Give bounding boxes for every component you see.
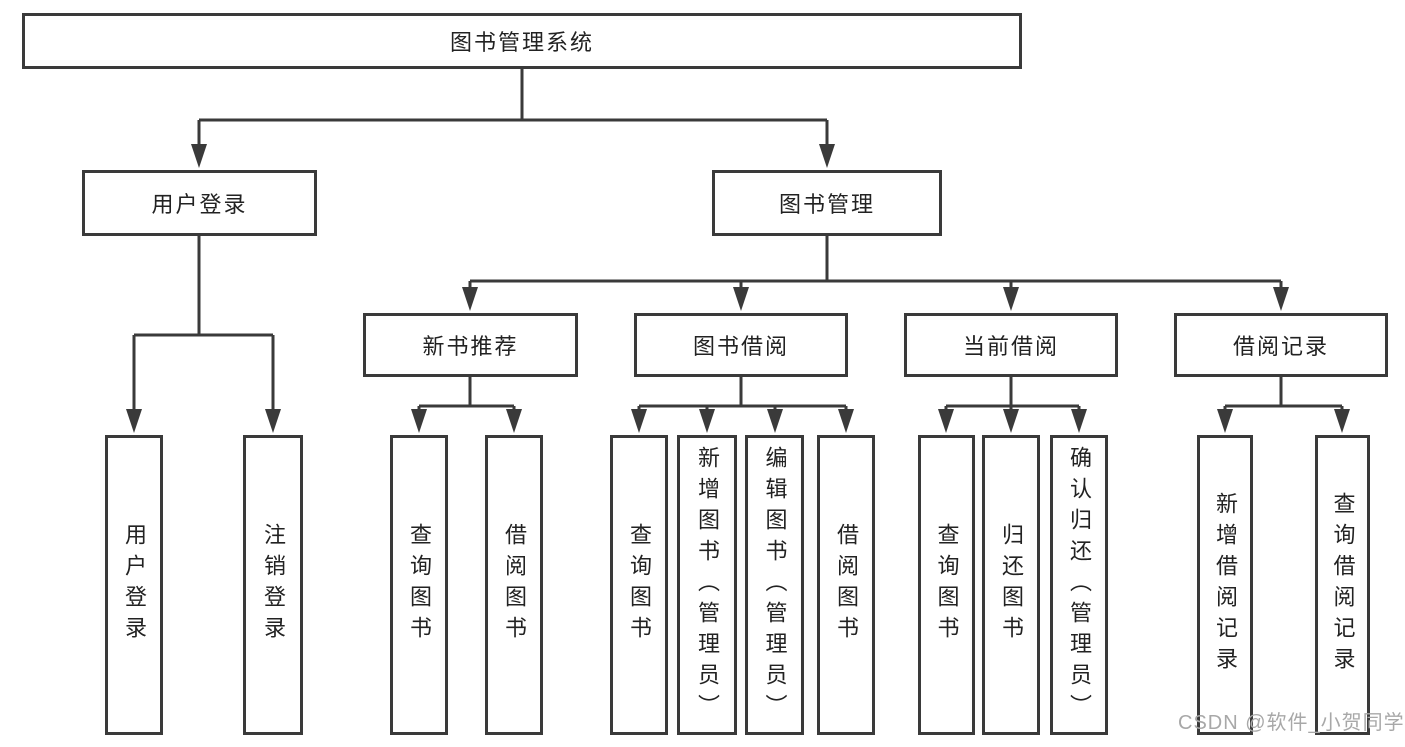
leaf-label: 查询借阅记录 — [1330, 492, 1356, 678]
node-label: 借阅记录 — [1232, 334, 1329, 359]
node-label: 当前借阅 — [962, 334, 1059, 359]
node-new-book-recommendation: 新书推荐 — [363, 313, 578, 377]
leaf-label: 编辑图书（管理员） — [762, 445, 788, 725]
leaf-label: 查询图书 — [627, 523, 652, 647]
leaf-label: 借阅图书 — [502, 523, 527, 647]
leaf-query-book-borrowing: 查询图书 — [610, 435, 668, 735]
leaf-confirm-return-admin: 确认归还（管理员） — [1050, 435, 1108, 735]
leaf-borrow-book-recommend: 借阅图书 — [485, 435, 543, 735]
leaf-label: 归还图书 — [999, 523, 1024, 647]
node-current-borrowing: 当前借阅 — [904, 313, 1118, 377]
leaf-query-borrow-record: 查询借阅记录 — [1315, 435, 1370, 735]
leaf-query-book-current: 查询图书 — [918, 435, 975, 735]
node-borrowing-records: 借阅记录 — [1174, 313, 1388, 377]
leaf-user-login: 用户登录 — [105, 435, 163, 735]
node-book-management: 图书管理 — [712, 170, 942, 236]
leaf-label: 用户登录 — [122, 523, 147, 647]
csdn-watermark: CSDN @软件_小贺同学 — [1178, 712, 1405, 734]
node-user-login: 用户登录 — [82, 170, 317, 236]
arrowheads — [126, 144, 1350, 433]
node-label: 图书管理系统 — [449, 30, 594, 55]
node-label: 图书借阅 — [692, 334, 789, 359]
leaf-label: 新增借阅记录 — [1213, 492, 1238, 678]
node-book-borrowing: 图书借阅 — [634, 313, 848, 377]
leaf-label: 查询图书 — [934, 523, 960, 647]
leaf-edit-book-admin: 编辑图书（管理员） — [745, 435, 804, 735]
leaf-add-book-admin: 新增图书（管理员） — [677, 435, 737, 735]
leaf-add-borrow-record: 新增借阅记录 — [1197, 435, 1253, 735]
leaf-label: 注销登录 — [261, 523, 286, 647]
leaf-label: 查询图书 — [407, 523, 432, 647]
leaf-label: 新增图书（管理员） — [695, 445, 720, 725]
node-label: 用户登录 — [151, 192, 248, 217]
leaf-return-book: 归还图书 — [982, 435, 1040, 735]
node-label: 图书管理 — [778, 192, 875, 217]
leaf-label: 借阅图书 — [834, 523, 859, 647]
leaf-query-book-recommend: 查询图书 — [390, 435, 448, 735]
node-label: 新书推荐 — [422, 334, 519, 359]
leaf-borrow-book: 借阅图书 — [817, 435, 875, 735]
leaf-logout: 注销登录 — [243, 435, 303, 735]
leaf-label: 确认归还（管理员） — [1067, 445, 1092, 725]
node-root-library-system: 图书管理系统 — [22, 13, 1022, 69]
